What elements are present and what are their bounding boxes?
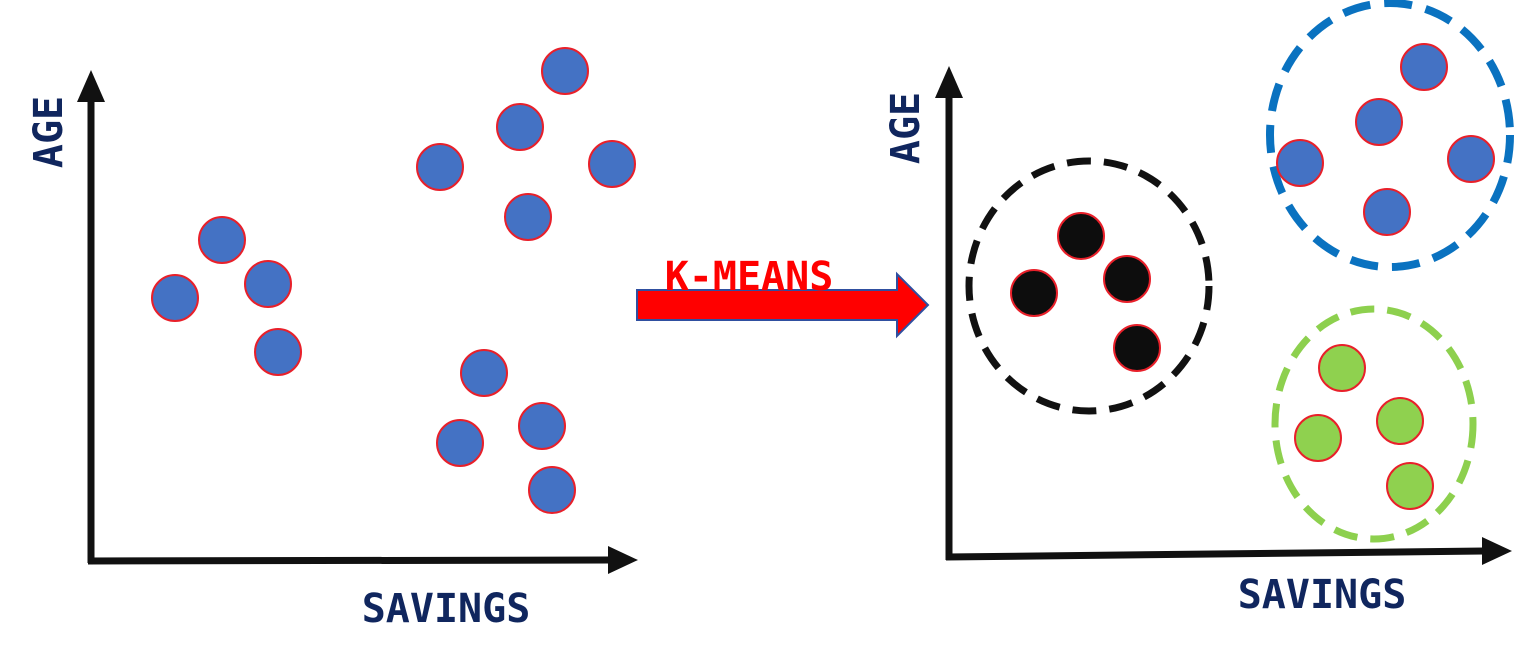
data-point [1103, 255, 1151, 303]
data-point [416, 143, 464, 191]
cluster-boundary-green [1271, 305, 1477, 543]
data-point [198, 216, 246, 264]
data-point [1363, 188, 1411, 236]
cluster-black [965, 157, 1213, 415]
data-point [528, 466, 576, 514]
kmeans-label: K-MEANS [665, 254, 834, 300]
right-y-axis [935, 66, 963, 560]
data-point [1355, 98, 1403, 146]
left-x-axis-label: SAVINGS [362, 586, 531, 632]
data-point [1386, 462, 1434, 510]
right-x-axis-label: SAVINGS [1238, 572, 1407, 618]
data-point [1057, 212, 1105, 260]
data-point [460, 349, 508, 397]
right-x-axis [945, 537, 1512, 565]
left-x-axis [87, 546, 638, 574]
cluster-boundary-blue [1266, 0, 1514, 271]
right-y-axis-label: AGE [883, 92, 929, 164]
data-point [254, 328, 302, 376]
data-point [244, 260, 292, 308]
data-point [1400, 43, 1448, 91]
data-point [1276, 139, 1324, 187]
data-point [1294, 414, 1342, 462]
left-plot: AGE SAVINGS [26, 47, 638, 632]
data-point [1447, 135, 1495, 183]
left-y-axis-label: AGE [26, 96, 72, 168]
data-point [496, 103, 544, 151]
cluster-green [1271, 305, 1477, 543]
cluster-blue [1266, 0, 1514, 271]
data-point [588, 140, 636, 188]
right-arrow-icon [636, 271, 930, 339]
data-point [436, 419, 484, 467]
data-point [1318, 344, 1366, 392]
cluster-boundary-black [965, 157, 1213, 415]
data-point [518, 402, 566, 450]
data-point [541, 47, 589, 95]
data-point [504, 193, 552, 241]
data-point [151, 274, 199, 322]
data-point [1010, 269, 1058, 317]
kmeans-arrow: K-MEANS [636, 254, 930, 339]
left-data-points [151, 47, 636, 514]
right-plot: AGE SAVINGS [883, 0, 1514, 618]
data-point [1376, 397, 1424, 445]
data-point [1113, 324, 1161, 372]
left-y-axis [77, 70, 105, 563]
